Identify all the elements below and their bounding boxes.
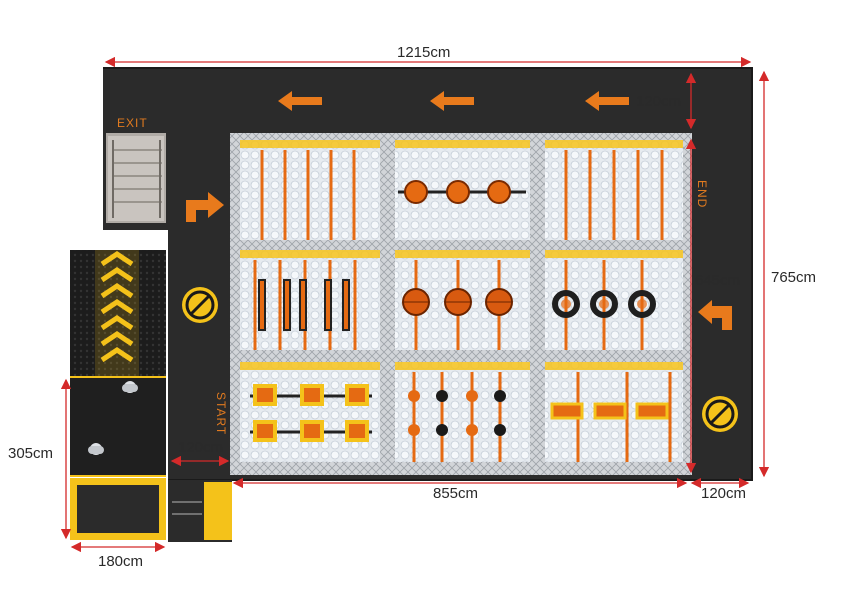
cell-r3c1 — [240, 362, 380, 462]
waiting-area — [70, 376, 166, 477]
turn-arrow-icon — [186, 192, 224, 222]
cell-r2c3 — [545, 250, 683, 350]
cell-r2c1 — [240, 250, 380, 350]
exit-staircase — [106, 133, 166, 223]
dimension-lines — [60, 56, 770, 553]
cell-r1c3 — [545, 140, 683, 240]
cell-r3c3 — [545, 362, 683, 462]
start-label: START — [214, 392, 228, 435]
dim-bottom-width: 855cm — [433, 485, 478, 502]
cell-r2c2 — [395, 250, 530, 350]
entry-box — [70, 478, 166, 540]
cell-r1c1 — [240, 140, 380, 240]
end-label: END — [695, 180, 709, 208]
dim-right-section: 645cm — [695, 272, 740, 289]
dim-left-height: 305cm — [8, 445, 53, 462]
exit-label: EXIT — [117, 116, 148, 130]
person-icon — [122, 381, 138, 393]
cell-r1c2 — [395, 140, 530, 240]
dim-top-corridor: 120cm — [636, 93, 681, 110]
no-entry-sign-icon — [182, 287, 218, 323]
turn-arrow-icon — [698, 300, 732, 330]
chevron-up-icon — [100, 250, 134, 363]
no-entry-sign-icon — [702, 396, 738, 432]
person-icon — [88, 443, 104, 455]
start-platform — [168, 480, 232, 542]
dim-entry-width: 120cm — [178, 439, 223, 456]
dim-total-width: 1215cm — [397, 44, 450, 61]
cell-r3c2 — [395, 362, 530, 462]
arrow-left-icon — [278, 91, 629, 111]
dim-left-width: 180cm — [98, 553, 143, 570]
dim-total-height: 765cm — [771, 269, 816, 286]
dim-bottom-right: 120cm — [701, 485, 746, 502]
